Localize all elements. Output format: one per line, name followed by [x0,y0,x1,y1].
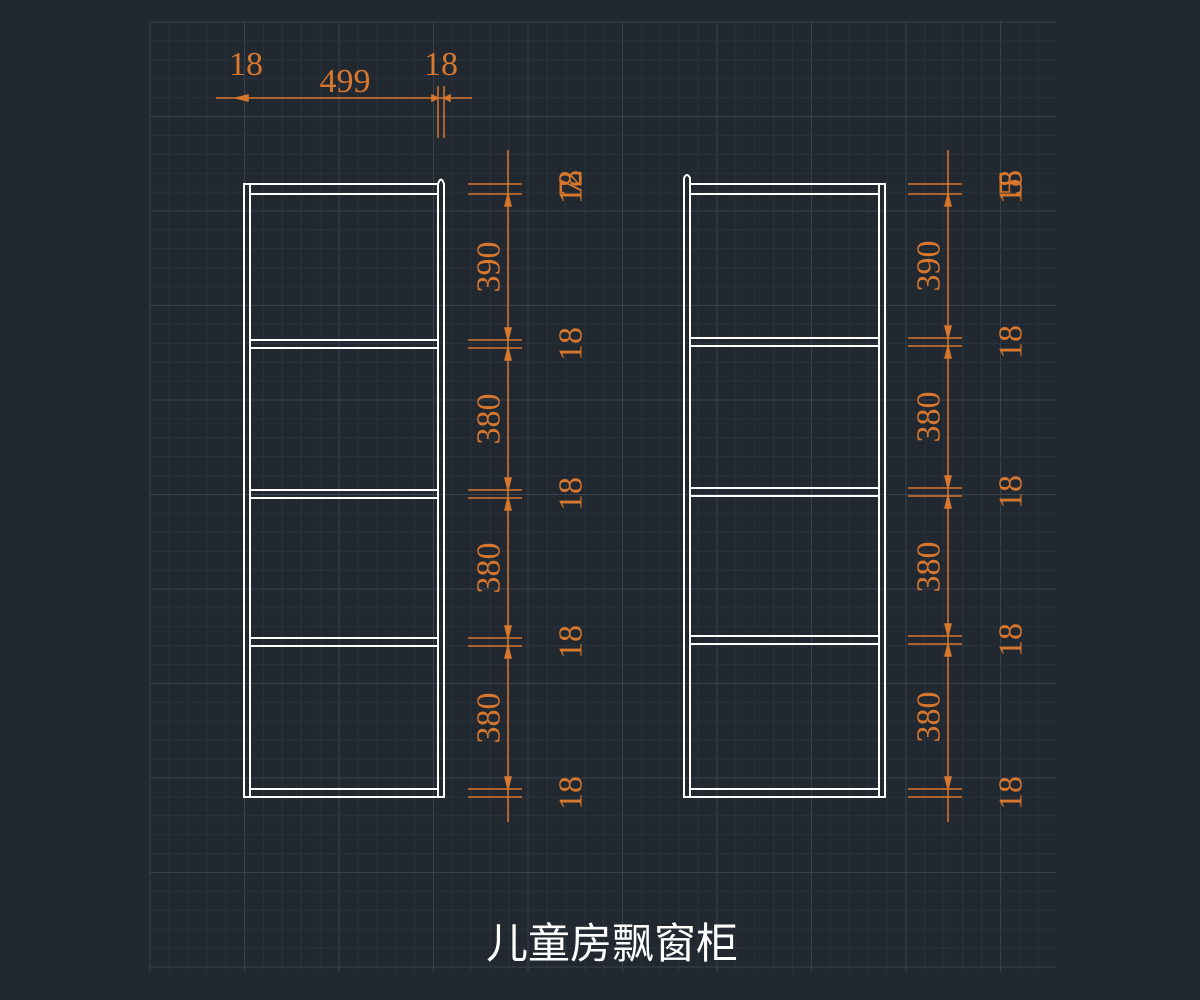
top-board [689,183,880,195]
top-thickness-label: 18 [553,170,590,204]
opening-dimension-label: 380 [471,543,508,594]
shelf-thickness-label: 18 [553,477,590,511]
dim-right-side: 18 [424,46,458,83]
shelf-thickness-label: 18 [553,625,590,659]
shelf-board [689,635,880,645]
shelf-thickness-label: 18 [993,776,1030,810]
right-vertical-dimension-chain [908,150,962,822]
opening-dimension-label: 380 [911,392,948,443]
shelf-board [689,487,880,497]
shelf-board [689,337,880,347]
shelf-thickness-label: 18 [553,776,590,810]
bottom-board [249,788,439,798]
left-side-panel [683,174,691,798]
opening-dimension-label: 380 [471,693,508,744]
shelf-thickness-label: 18 [993,623,1030,657]
shelf-thickness-label: 18 [553,327,590,361]
top-thickness-label: 5 [993,179,1030,196]
left-vertical-dimension-chain [468,150,522,822]
opening-dimension-label: 390 [471,242,508,293]
right-side-panel [437,178,445,798]
drawing-title: 儿童房飘窗柜 [486,919,738,968]
shelf-thickness-label: 18 [993,475,1030,509]
dim-left-side: 18 [229,46,263,83]
top-thickness-label: 18 [993,170,1030,204]
opening-dimension-label: 380 [471,394,508,445]
cabinet-left[interactable] [243,178,445,798]
shelf-board [249,489,439,499]
shelf-board [249,637,439,647]
opening-dimension-label: 380 [911,542,948,593]
opening-dimension-label: 380 [911,692,948,743]
top-thickness-label: 7 [553,179,590,196]
dim-inner-width: 499 [320,63,371,100]
top-width-dimension: 18 499 18 [216,46,472,138]
shelf-board [249,339,439,349]
top-thickness-label: 15 [993,170,1030,204]
top-board [249,183,439,195]
opening-dimension-label: 390 [911,241,948,292]
shelf-thickness-label: 18 [993,325,1030,359]
top-thickness-label: 12 [553,170,590,204]
bottom-board [689,788,880,798]
cabinet-right[interactable] [683,174,886,798]
